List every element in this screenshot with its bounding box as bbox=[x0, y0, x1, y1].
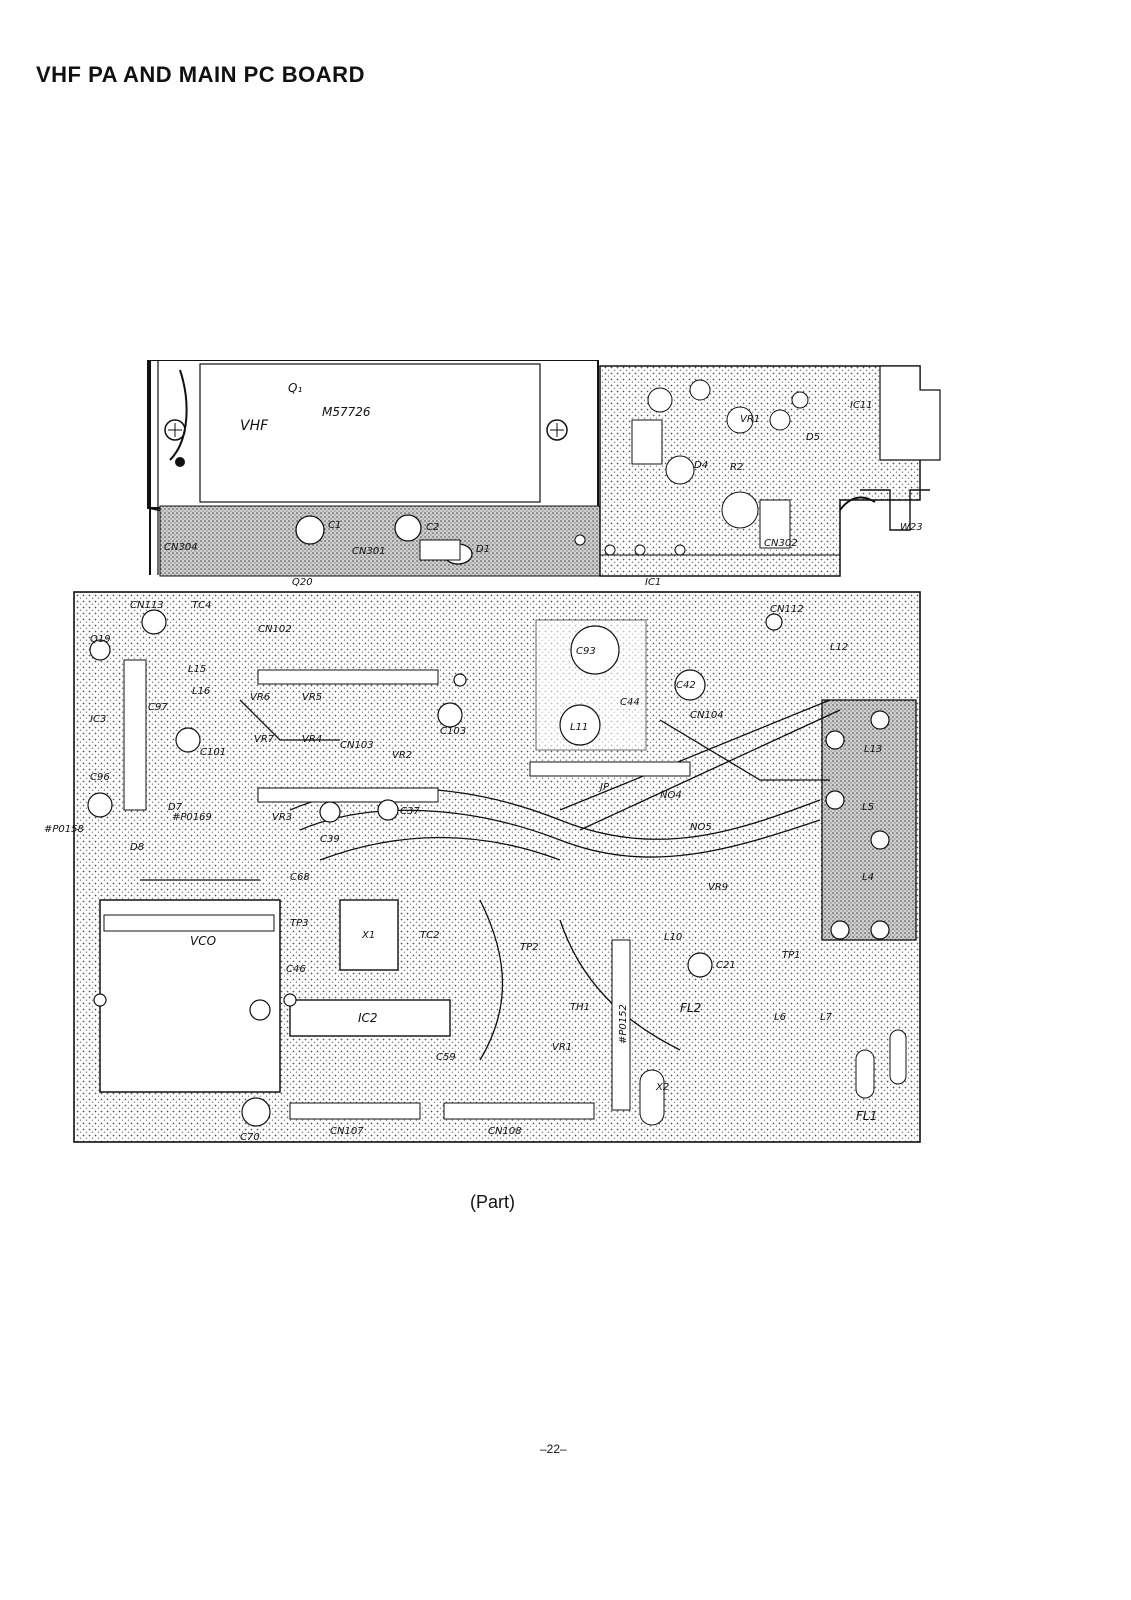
label-c97: C97 bbox=[148, 702, 168, 713]
pads bbox=[87, 609, 890, 1127]
label-l15: L15 bbox=[188, 664, 206, 675]
pc-board-drawing: Q₁ VHF M57726 C1 C2 D1 CN301 CN304 bbox=[40, 359, 1040, 1160]
label-q19: Q19 bbox=[90, 634, 111, 645]
module-q-label: Q₁ bbox=[288, 381, 302, 395]
label-ic11: IC11 bbox=[850, 400, 873, 411]
label-cn108: CN108 bbox=[488, 1126, 522, 1137]
module-band-label: VHF bbox=[240, 418, 269, 434]
fl1-outline bbox=[855, 1049, 875, 1099]
label-tp3: TP3 bbox=[290, 918, 309, 929]
label-cn104: CN104 bbox=[690, 710, 724, 721]
label-vr1: VR1 bbox=[552, 1042, 572, 1053]
label-p0152: #P0152 bbox=[618, 1004, 629, 1044]
label-w23: W23 bbox=[900, 522, 923, 533]
main-board: CN113 TC4 CN102 Q19 L15 L16 C97 IC3 C101… bbox=[44, 591, 921, 1143]
label-tp2: TP2 bbox=[520, 942, 539, 953]
label-d4: D4 bbox=[694, 460, 708, 471]
label-no4: NO4 bbox=[660, 790, 682, 801]
label-l7: L7 bbox=[820, 1012, 833, 1023]
label-c37: C37 bbox=[400, 806, 420, 817]
label-vr9: VR9 bbox=[708, 882, 728, 893]
label-l16: L16 bbox=[192, 686, 210, 697]
label-l5: L5 bbox=[862, 802, 874, 813]
label-d7: D7 bbox=[168, 802, 183, 813]
label-c68: C68 bbox=[290, 872, 310, 883]
label-p0158: #P0158 bbox=[44, 824, 84, 835]
label-cn302: CN302 bbox=[764, 538, 798, 549]
ic2-outline bbox=[289, 999, 451, 1037]
label-tc4: TC4 bbox=[192, 600, 211, 611]
crystal-x1 bbox=[339, 899, 399, 971]
label-c59: C59 bbox=[436, 1052, 456, 1063]
capacitor-icon bbox=[295, 515, 325, 545]
label-cn103: CN103 bbox=[340, 740, 374, 751]
label-l4: L4 bbox=[862, 872, 874, 883]
label-ic2: IC2 bbox=[358, 1011, 378, 1025]
label-l12: L12 bbox=[830, 642, 848, 653]
label-vr2: VR2 bbox=[392, 750, 412, 761]
vco-shield bbox=[99, 899, 281, 1093]
label-l10: L10 bbox=[664, 932, 682, 943]
label-vr7: VR7 bbox=[254, 734, 275, 745]
label-cn112: CN112 bbox=[770, 604, 804, 615]
label-p0169: #P0169 bbox=[172, 812, 212, 823]
label-c46: C46 bbox=[286, 964, 306, 975]
label-vr3: VR3 bbox=[272, 812, 292, 823]
module-part-label: M57726 bbox=[322, 405, 371, 419]
label-vr6: VR6 bbox=[250, 692, 270, 703]
pa-board: Q₁ VHF M57726 C1 C2 D1 CN301 CN304 bbox=[147, 359, 941, 588]
label-no5: NO5 bbox=[690, 822, 712, 833]
figure-caption: (Part) bbox=[470, 1192, 515, 1212]
crystal-x2 bbox=[639, 1069, 665, 1126]
label-x1: X1 bbox=[361, 930, 375, 941]
pa-copper-strip bbox=[159, 505, 601, 577]
label-fl1: FL1 bbox=[856, 1109, 877, 1123]
traces bbox=[140, 699, 841, 1061]
label-c103: C103 bbox=[440, 726, 466, 737]
label-vco: VCO bbox=[190, 934, 216, 948]
label-th1: TH1 bbox=[570, 1002, 590, 1013]
label-l11: L11 bbox=[570, 722, 588, 733]
header-rows bbox=[103, 659, 691, 1120]
label-c70: C70 bbox=[240, 1132, 260, 1143]
label-jp: JP bbox=[598, 782, 610, 793]
page-number: –22– bbox=[540, 1442, 567, 1456]
label-ic1: IC1 bbox=[645, 577, 661, 588]
label-c39: C39 bbox=[320, 834, 340, 845]
label-vr5: VR5 bbox=[302, 692, 322, 703]
label-d8: D8 bbox=[130, 842, 144, 853]
main-board-labels: CN113 TC4 CN102 Q19 L15 L16 C97 IC3 C101… bbox=[44, 600, 882, 1143]
label-l13: L13 bbox=[864, 744, 882, 755]
label-vr4: VR4 bbox=[302, 734, 322, 745]
label-tc2: TC2 bbox=[420, 930, 439, 941]
label-l6: L6 bbox=[774, 1012, 786, 1023]
label-c96: C96 bbox=[90, 772, 110, 783]
label-cn102: CN102 bbox=[258, 624, 292, 635]
label-c42: C42 bbox=[676, 680, 696, 691]
label-q20: Q20 bbox=[292, 577, 313, 588]
label-c1: C1 bbox=[328, 520, 341, 531]
label-cn304: CN304 bbox=[164, 542, 198, 553]
label-fl2: FL2 bbox=[680, 1001, 701, 1015]
label-tp1: TP1 bbox=[782, 950, 801, 961]
label-d1: D1 bbox=[476, 544, 490, 555]
page-title: VHF PA AND MAIN PC BOARD bbox=[36, 62, 365, 87]
label-pa-vr1: VR1 bbox=[740, 414, 760, 425]
label-d5: D5 bbox=[806, 432, 820, 443]
pc-board-svg: Q₁ VHF M57726 C1 C2 D1 CN301 CN304 bbox=[44, 359, 941, 1143]
label-ic3: IC3 bbox=[90, 714, 106, 725]
label-r2: R2 bbox=[730, 462, 743, 473]
capacitor-icon bbox=[394, 514, 422, 542]
label-c44: C44 bbox=[620, 697, 640, 708]
label-c21: C21 bbox=[716, 960, 736, 971]
label-cn107: CN107 bbox=[330, 1126, 364, 1137]
label-c2: C2 bbox=[426, 522, 439, 533]
label-x2: X2 bbox=[655, 1082, 669, 1093]
label-cn113: CN113 bbox=[130, 600, 164, 611]
label-cn301: CN301 bbox=[352, 546, 386, 557]
label-c101: C101 bbox=[200, 747, 226, 758]
label-c93: C93 bbox=[576, 646, 596, 657]
